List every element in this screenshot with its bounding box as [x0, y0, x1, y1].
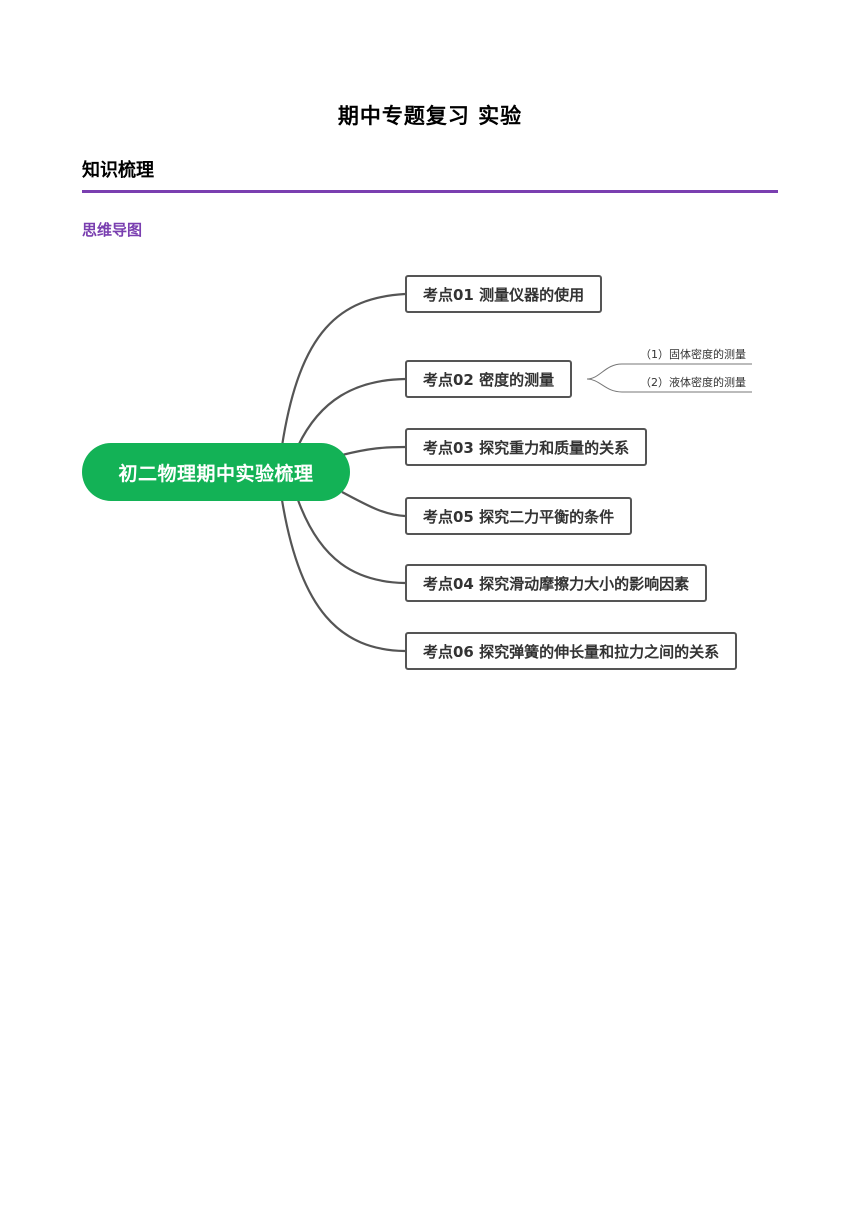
subtopic-liquid-density: （2）液体密度的测量: [640, 376, 746, 389]
connector-topic-4: [341, 491, 406, 518]
topic-node-03: 考点03 探究重力和质量的关系: [405, 428, 648, 466]
connector-topic-3: [341, 445, 406, 457]
connector-subtopic-1: [586, 363, 752, 380]
connector-topic-5: [296, 499, 406, 585]
connector-topic-2: [297, 377, 406, 447]
sub-heading: 思维导图: [82, 221, 143, 239]
topic-node-04: 考点04 探究滑动摩擦力大小的影响因素: [405, 564, 708, 602]
topic-node-05: 考点05 探究二力平衡的条件: [405, 497, 633, 535]
topic-node-01: 考点01 测量仪器的使用: [405, 275, 603, 313]
mindmap-root-node: 初二物理期中实验梳理: [82, 443, 350, 501]
connector-subtopic-2: [586, 378, 752, 393]
section-divider: [82, 190, 778, 193]
topic-node-02: 考点02 密度的测量: [405, 360, 573, 398]
subtopic-solid-density: （1）固体密度的测量: [640, 348, 746, 361]
document-title: 期中专题复习 实验: [337, 104, 523, 128]
topic-node-06: 考点06 探究弹簧的伸长量和拉力之间的关系: [405, 632, 738, 670]
section-heading: 知识梳理: [82, 160, 154, 181]
connector-topic-6: [280, 499, 406, 653]
connector-topic-1: [280, 292, 406, 447]
